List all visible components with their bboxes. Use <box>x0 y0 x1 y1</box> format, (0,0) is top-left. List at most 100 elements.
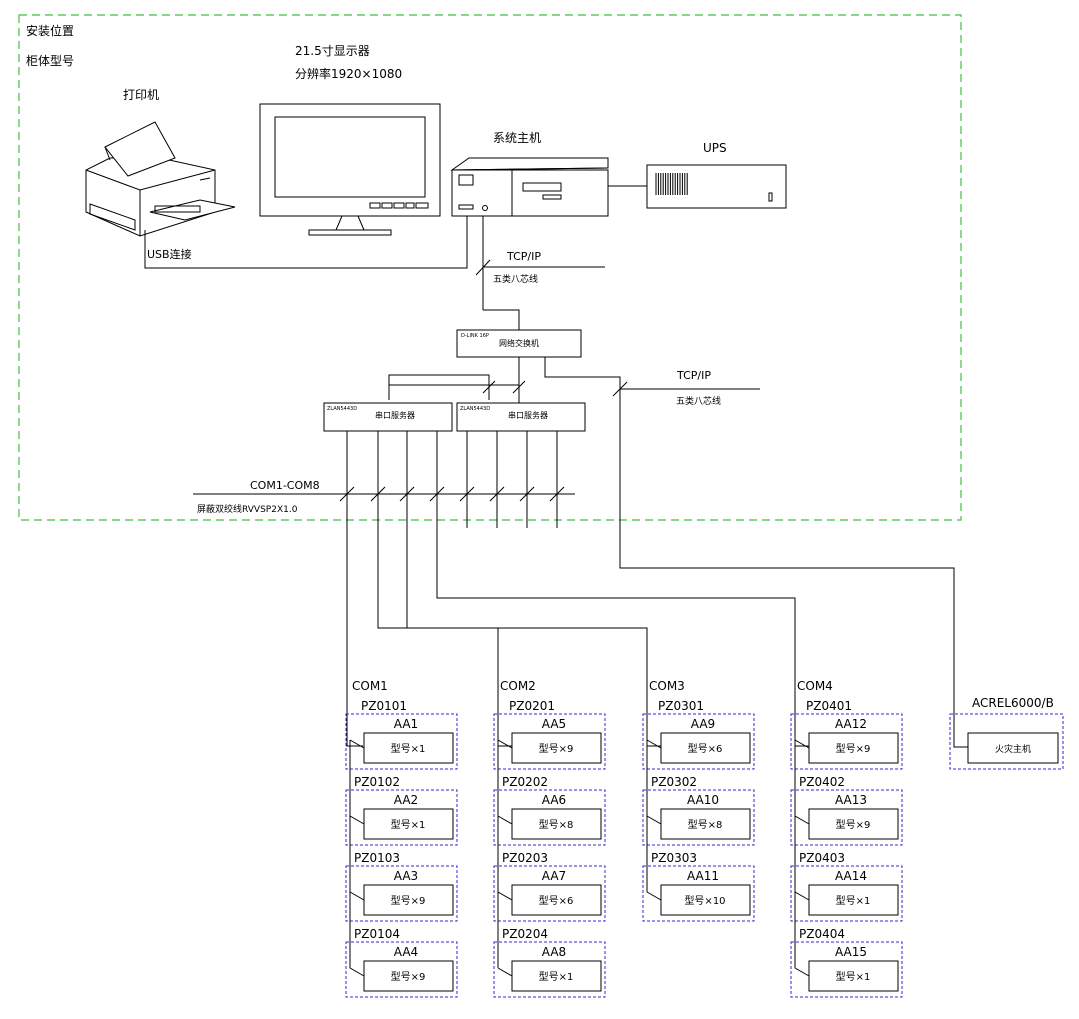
ups-icon <box>646 164 787 209</box>
tcpip-tick-2 <box>612 381 628 397</box>
serial-port-lines <box>339 431 565 528</box>
panel-bus-tap <box>497 815 513 825</box>
panel-pz-label: PZ0203 <box>502 851 548 865</box>
monitor-icon <box>259 103 441 236</box>
panel-enclosure <box>790 713 903 770</box>
panel-pz-label: PZ0201 <box>509 699 555 713</box>
panel-enclosure <box>345 713 458 770</box>
com-label: COM1 <box>352 679 388 693</box>
panel-enclosure <box>790 789 903 846</box>
com1-route <box>346 431 363 747</box>
panel-column-4: COM4PZ0401AA12型号×9PZ0402AA13型号×9PZ0403AA… <box>790 679 903 998</box>
panel-bus-tap <box>646 891 662 901</box>
monitor-resolution-label: 分辨率1920×1080 <box>295 66 402 81</box>
panel-column-3: COM3PZ0301AA9型号×6PZ0302AA10型号×8PZ0303AA1… <box>642 679 755 922</box>
tcpip-label-1: TCP/IP <box>506 250 541 263</box>
panel-bus-tap <box>349 739 365 749</box>
host-switch-cable-2 <box>483 309 520 330</box>
panel-aa-label: AA7 <box>542 869 566 883</box>
panel-model-label: 型号×9 <box>391 970 426 983</box>
panel-pz-label: PZ0301 <box>658 699 704 713</box>
panel-meter-box <box>660 808 751 840</box>
com-label: COM4 <box>797 679 833 693</box>
panel-column-1: COM1PZ0101AA1型号×1PZ0102AA2型号×1PZ0103AA3型… <box>345 679 458 998</box>
panel-enclosure <box>493 865 606 922</box>
panel-aa-label: AA8 <box>542 945 566 959</box>
panel-pz-label: PZ0102 <box>354 775 400 789</box>
panel-pz-label: PZ0103 <box>354 851 400 865</box>
panel-bus-tap <box>497 739 513 749</box>
panel-pz-label: PZ0101 <box>361 699 407 713</box>
panel-enclosure <box>345 865 458 922</box>
panel-enclosure <box>493 941 606 998</box>
serial-server-1-label: 串口服务器 <box>375 410 415 420</box>
panel-aa-label: AA12 <box>835 717 867 731</box>
panel-aa-label: AA15 <box>835 945 867 959</box>
serial-server-2-model: ZLAN5443D <box>460 406 490 412</box>
panel-enclosure <box>493 789 606 846</box>
panel-model-label: 型号×1 <box>391 742 426 755</box>
serial-server-2 <box>456 402 586 432</box>
com-bus-label: COM1-COM8 <box>250 479 320 492</box>
panel-column-2: COM2PZ0201AA5型号×9PZ0202AA6型号×8PZ0203AA7型… <box>493 679 606 998</box>
panel-aa-label: AA5 <box>542 717 566 731</box>
panel-bus-tap <box>349 891 365 901</box>
cabinet-model-label: 柜体型号 <box>26 54 74 68</box>
install-location-label: 安装位置 <box>26 23 74 38</box>
panel-pz-label: PZ0402 <box>799 775 845 789</box>
host-computer-icon <box>450 157 609 217</box>
panel-meter-box <box>808 732 899 764</box>
tcpip-tick-1 <box>475 259 491 276</box>
network-switch <box>456 329 582 358</box>
panel-bus-tap <box>497 967 513 977</box>
panel-model-label: 型号×8 <box>539 818 574 831</box>
panel-model-label: 型号×9 <box>836 742 871 755</box>
panel-model-label: 型号×1 <box>539 970 574 983</box>
panel-model-label: 型号×1 <box>836 970 871 983</box>
panel-pz-label: PZ0403 <box>799 851 845 865</box>
serial-server-2-label: 串口服务器 <box>508 410 548 420</box>
panel-bus-tap <box>646 815 662 825</box>
printer-icon <box>85 121 236 237</box>
panel-meter-box <box>511 960 602 992</box>
panel-model-label: 型号×9 <box>391 894 426 907</box>
panel-meter-box <box>511 732 602 764</box>
panel-pz-label: PZ0401 <box>806 699 852 713</box>
panel-enclosure <box>790 941 903 998</box>
panel-aa-label: AA11 <box>687 869 719 883</box>
com-label: COM3 <box>649 679 685 693</box>
panel-enclosure <box>493 713 606 770</box>
serial-server-1-uplink <box>388 374 490 400</box>
panel-meter-box <box>808 960 899 992</box>
panel-enclosure <box>642 713 755 770</box>
panel-pz-label: PZ0202 <box>502 775 548 789</box>
panel-bus-tap <box>646 739 662 749</box>
bus-tick <box>459 486 475 502</box>
panel-model-label: 型号×10 <box>684 894 725 907</box>
install-zone-border <box>18 14 962 521</box>
panel-enclosure <box>345 789 458 846</box>
monitor-size-label: 21.5寸显示器 <box>295 44 370 58</box>
usb-link-label: USB连接 <box>147 248 192 261</box>
uplink-tick-1 <box>482 380 496 394</box>
printer-label: 打印机 <box>123 88 159 102</box>
panel-meter-box <box>511 884 602 916</box>
panel-enclosure <box>642 789 755 846</box>
cable-label-1: 五类八芯线 <box>493 273 538 285</box>
switch-brand-label: D-LINK 16P <box>461 333 489 339</box>
panel-aa-label: AA10 <box>687 793 719 807</box>
bus-tick <box>549 486 565 502</box>
panel-bus-tap <box>794 891 810 901</box>
